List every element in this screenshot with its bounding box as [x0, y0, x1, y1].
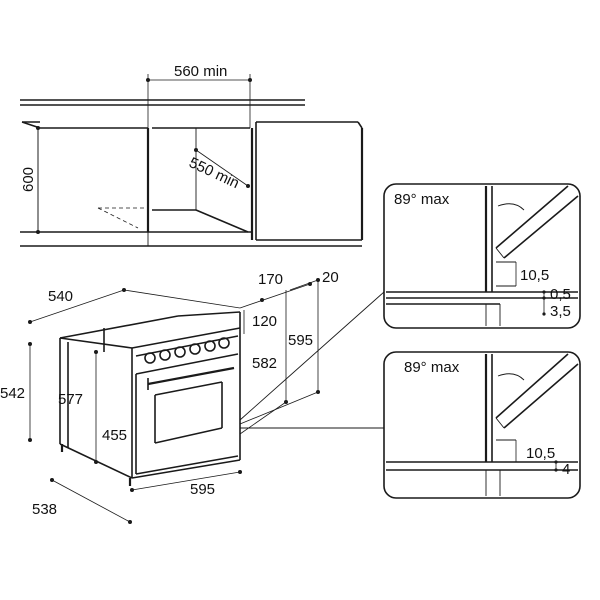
cabinet-depth-label: 550 min — [186, 154, 242, 192]
oven-170-label: 170 — [258, 271, 283, 288]
cabinet-height-label: 600 — [20, 167, 37, 192]
detail-top: 89° max 10,5 0,5 3,5 — [383, 183, 581, 329]
detail-bottom-10-5-label: 10,5 — [526, 445, 555, 462]
detail-bottom-angle-label: 89° max — [404, 359, 460, 376]
oven-20-label: 20 — [322, 269, 339, 286]
oven-height-582-label: 582 — [252, 355, 277, 372]
detail-top-0-5-label: 0,5 — [550, 286, 571, 303]
oven-width-595-label: 595 — [190, 481, 215, 498]
detail-bottom: 89° max 10,5 4 — [383, 351, 581, 499]
oven-side-542-label: 542 — [0, 385, 25, 402]
oven-inner-455-label: 455 — [102, 427, 127, 444]
oven-side-577-label: 577 — [58, 391, 83, 408]
detail-top-10-5-label: 10,5 — [520, 267, 549, 284]
oven-panel-120-label: 120 — [252, 313, 277, 330]
detail-top-angle-label: 89° max — [394, 191, 450, 208]
detail-bottom-4-label: 4 — [562, 461, 570, 478]
cabinet-width-label: 560 min — [174, 63, 227, 80]
cabinet-drawing: 560 min 600 550 min — [20, 63, 364, 247]
detail-top-3-5-label: 3,5 — [550, 303, 571, 320]
oven-drawing: 540 170 20 120 595 582 542 577 455 — [0, 269, 385, 524]
oven-depth-538-label: 538 — [32, 501, 57, 518]
oven-depth-540-label: 540 — [48, 288, 73, 305]
oven-height-595-label: 595 — [288, 332, 313, 349]
